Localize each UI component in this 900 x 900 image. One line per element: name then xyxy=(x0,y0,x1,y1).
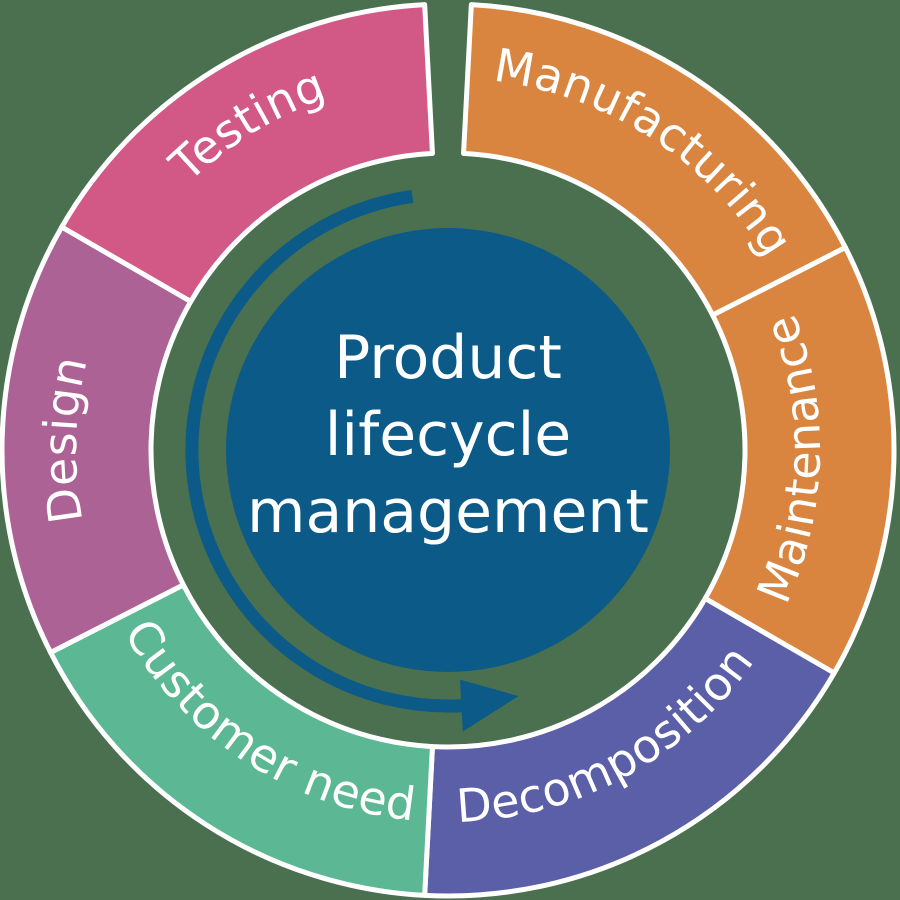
ring-label-design: Design xyxy=(33,351,98,527)
center-title: Product lifecycle management xyxy=(247,323,649,547)
ring-segment-decomposition[interactable] xyxy=(422,596,837,899)
cycle-arrow-head xyxy=(460,679,519,732)
ring-label-design-text: Design xyxy=(33,351,97,527)
center-title-line-1: Product xyxy=(334,323,562,393)
center-title-line-3: management xyxy=(247,477,649,547)
ring-segment-testing[interactable] xyxy=(59,2,435,304)
ring-segment-manufacturing[interactable] xyxy=(461,2,848,318)
center-title-line-2: lifecycle xyxy=(325,400,571,470)
ring-segment-customer-need[interactable] xyxy=(48,582,435,898)
center-disc xyxy=(226,228,670,672)
cycle-arrow-track xyxy=(185,190,485,713)
ring-segment-maintenance[interactable] xyxy=(702,245,897,676)
ring-segment-design[interactable] xyxy=(0,224,194,655)
